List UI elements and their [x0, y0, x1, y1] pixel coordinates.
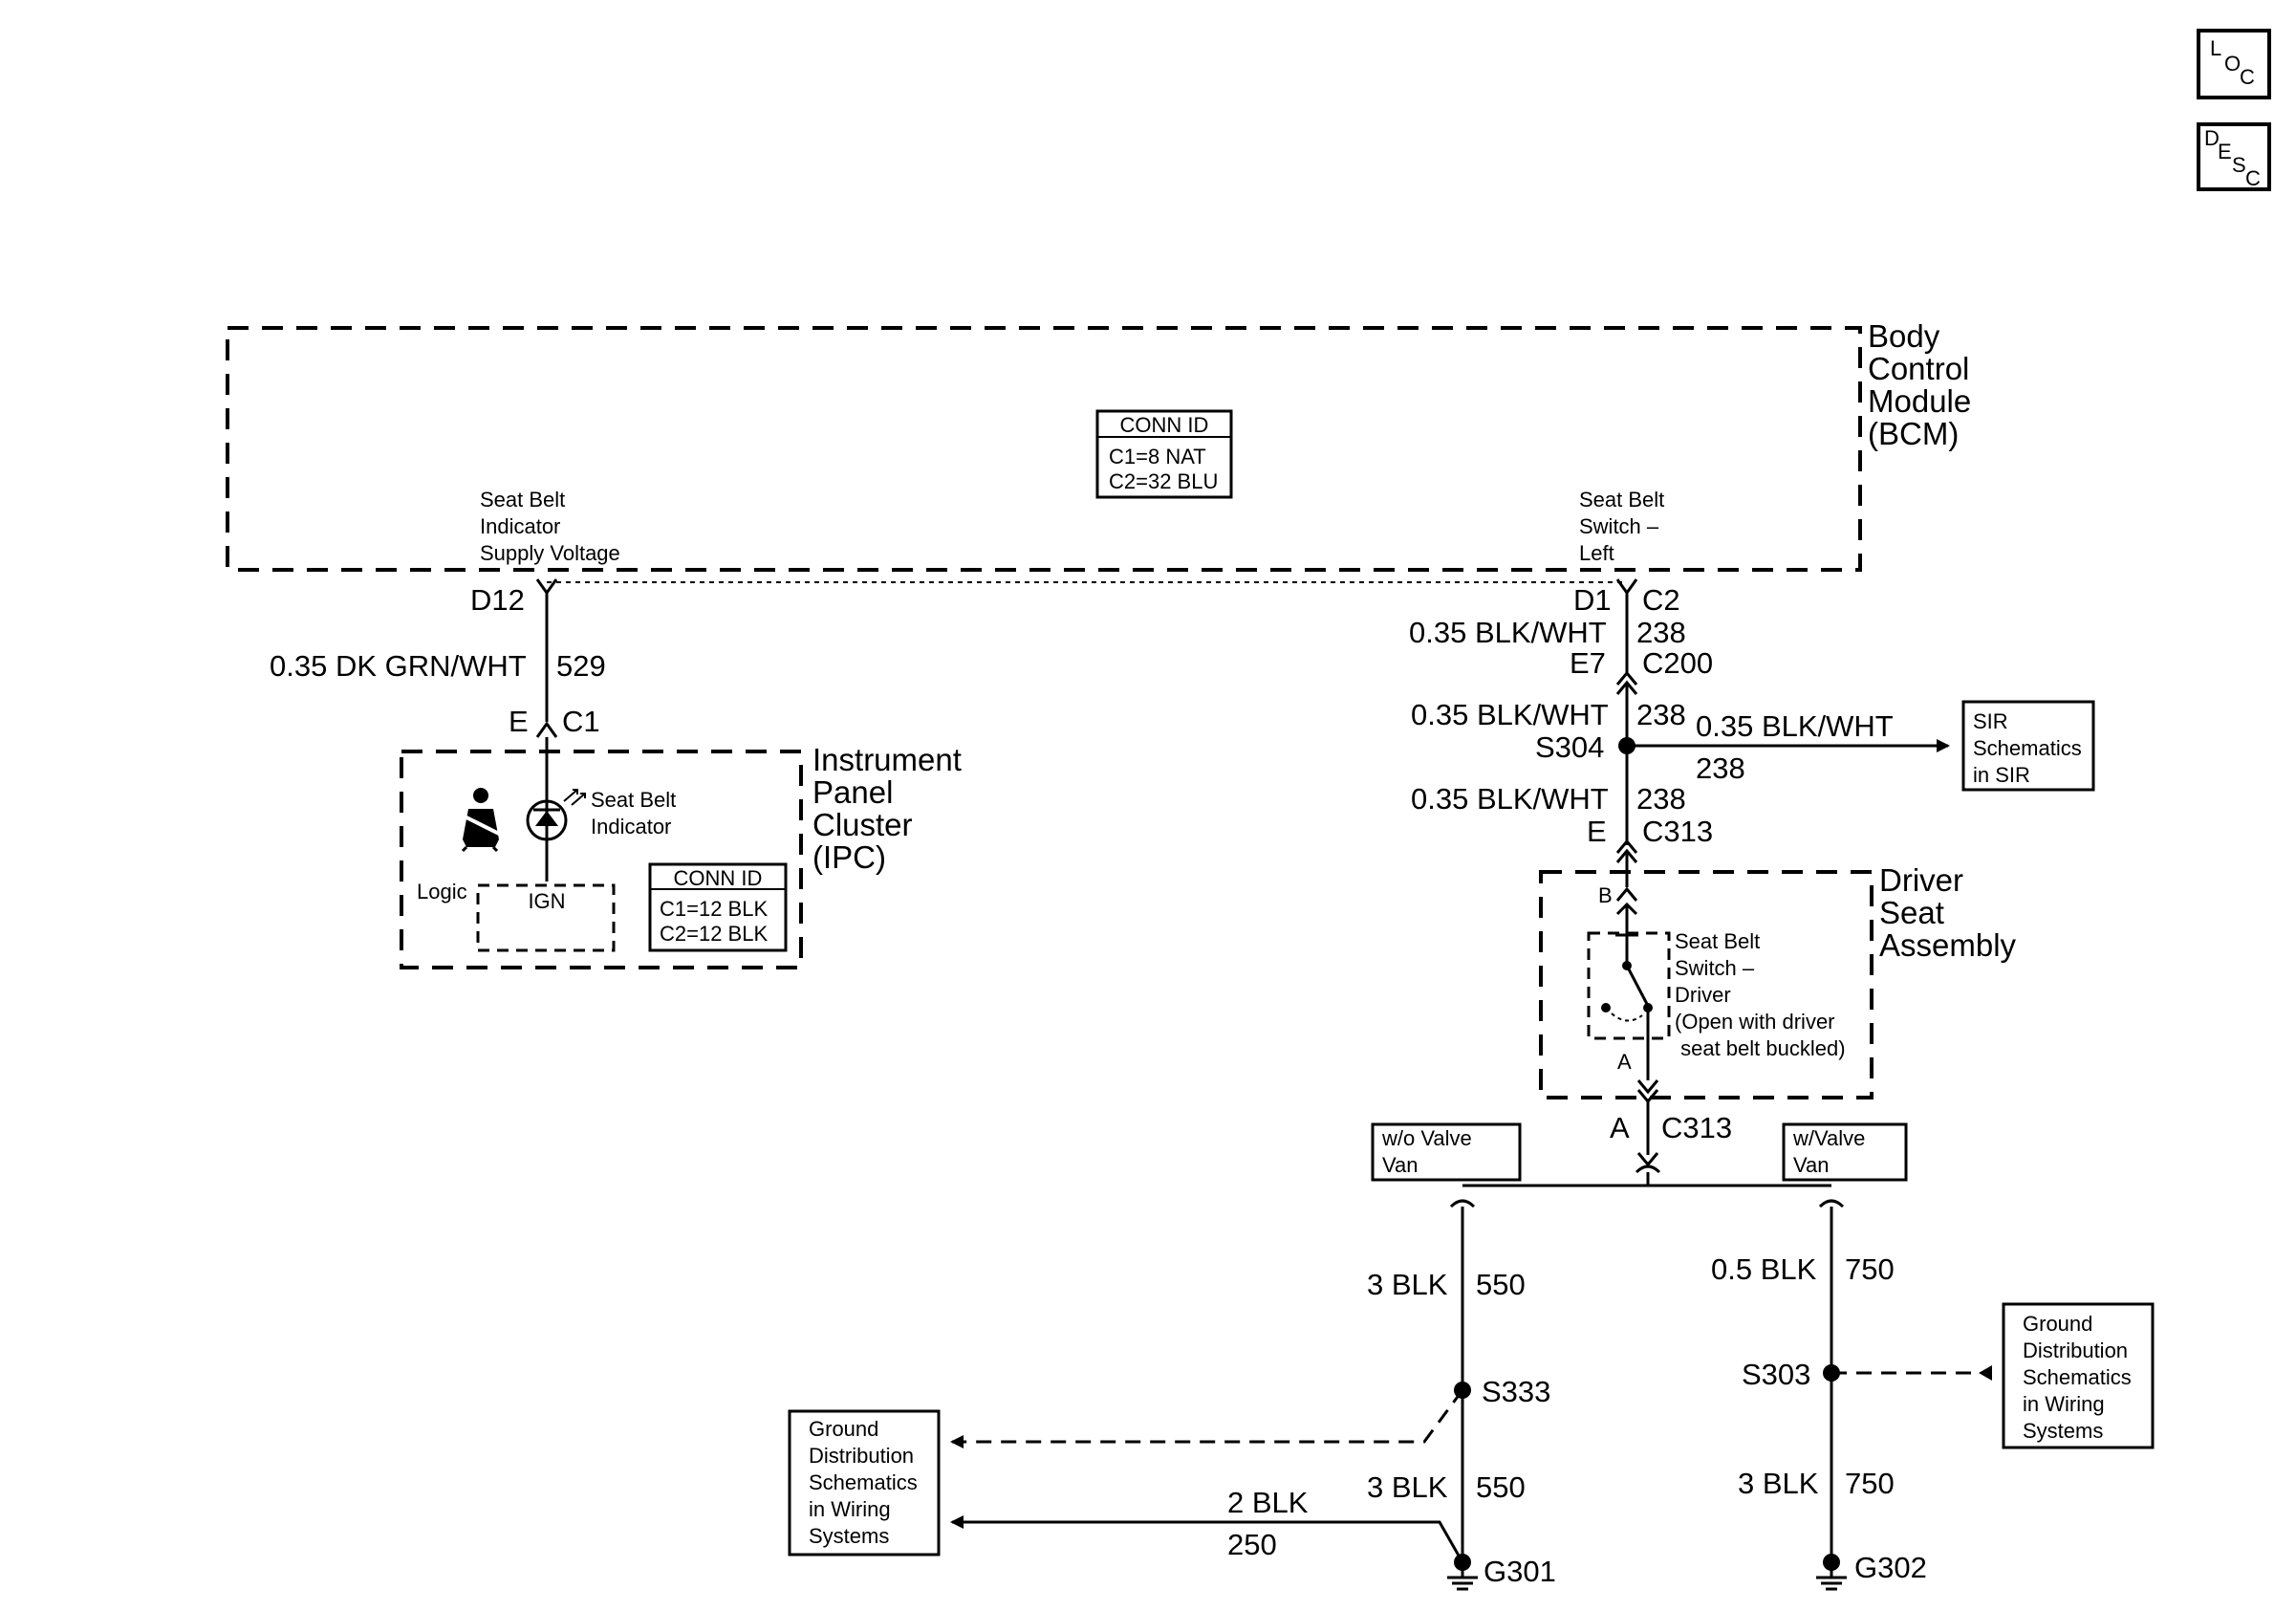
wire-750-color-bottom: 3 BLK	[1738, 1467, 1819, 1500]
bcm-conn-id-box: CONN ID C1=8 NAT C2=32 BLU	[1095, 409, 1233, 499]
wire-238-color-2: 0.35 BLK/WHT	[1411, 698, 1609, 731]
logic-label: Logic	[417, 880, 467, 903]
ground-g302-icon	[1816, 1562, 1847, 1591]
wire-238-color-1: 0.35 BLK/WHT	[1409, 616, 1607, 649]
pin-e-c313: E	[1587, 815, 1607, 848]
wire-238-color-3: 0.35 BLK/WHT	[1411, 782, 1609, 816]
ground-g301-label: G301	[1484, 1555, 1556, 1588]
logic-box	[476, 883, 616, 952]
led-icon	[526, 789, 586, 841]
pin-e7: E7	[1570, 646, 1606, 680]
pin-a: A	[1610, 1111, 1630, 1144]
wire-550-circuit-top: 550	[1476, 1268, 1526, 1301]
svg-text:E: E	[2218, 140, 2232, 163]
svg-text:C: C	[2245, 166, 2261, 190]
svg-text:C2=32 BLU: C2=32 BLU	[1109, 469, 1218, 493]
connector-c313-top: C313	[1642, 815, 1713, 848]
desc-icon[interactable]: D E S C	[2197, 122, 2271, 191]
pin-d1: D1	[1573, 583, 1612, 617]
svg-text:C1=12 BLK: C1=12 BLK	[660, 897, 768, 921]
pin-b: B	[1598, 883, 1613, 907]
svg-text:D: D	[2204, 126, 2220, 150]
pin-d12: D12	[470, 583, 525, 617]
svg-text:S: S	[2232, 153, 2246, 177]
svg-text:CONN ID: CONN ID	[674, 866, 763, 890]
wire-238	[1615, 578, 1638, 902]
pin-a-inner: A	[1617, 1050, 1632, 1074]
wire-529	[535, 578, 558, 882]
splice-s304-label: S304	[1535, 730, 1604, 764]
wire-238-circuit-3: 238	[1636, 782, 1686, 816]
ign-label: IGN	[528, 889, 565, 913]
wire-529-circuit: 529	[556, 649, 606, 683]
connector-c1: C1	[562, 705, 600, 738]
ipc-conn-id-box: CONN ID C1=12 BLK C2=12 BLK	[648, 862, 788, 952]
wire-750	[1818, 1199, 1845, 1560]
connector-c313-bottom: C313	[1661, 1111, 1732, 1144]
wire-750-circuit-bottom: 750	[1845, 1467, 1895, 1500]
wire-238-circuit-2: 238	[1636, 698, 1686, 731]
connector-c313-lower	[1636, 1079, 1659, 1167]
svg-text:C1=8 NAT: C1=8 NAT	[1109, 445, 1206, 468]
seat-belt-icon	[460, 788, 504, 853]
wire-250-circuit: 250	[1227, 1528, 1277, 1561]
splice-s303-label: S303	[1742, 1358, 1810, 1391]
ground-g301-icon	[1447, 1562, 1478, 1591]
svg-text:CONN ID: CONN ID	[1120, 413, 1209, 437]
wire-750-color-top: 0.5 BLK	[1711, 1252, 1817, 1286]
wire-550-color-bottom: 3 BLK	[1367, 1470, 1448, 1504]
svg-text:O: O	[2224, 52, 2241, 76]
splice-s333-label: S333	[1482, 1375, 1550, 1408]
s333-dashed-link	[950, 1389, 1464, 1448]
wire-250-color: 2 BLK	[1227, 1486, 1309, 1519]
pin-e-ipc: E	[509, 705, 529, 738]
sir-wire-circuit: 238	[1696, 751, 1745, 785]
loc-icon[interactable]: L O C	[2197, 29, 2271, 99]
wire-550-circuit-bottom: 550	[1476, 1470, 1526, 1504]
svg-text:C2=12 BLK: C2=12 BLK	[660, 922, 768, 946]
sir-wire-color: 0.35 BLK/WHT	[1696, 709, 1894, 743]
wire-550-color-top: 3 BLK	[1367, 1268, 1448, 1301]
connector-c200: C200	[1642, 646, 1713, 680]
seat-belt-switch-box	[1587, 931, 1671, 1040]
wire-750-circuit-top: 750	[1845, 1252, 1895, 1286]
svg-text:L: L	[2210, 36, 2221, 60]
ground-g302-label: G302	[1854, 1551, 1927, 1584]
connector-c2: C2	[1642, 583, 1680, 617]
wire-250	[950, 1515, 1464, 1563]
wire-238-circuit-1: 238	[1636, 616, 1686, 649]
svg-text:C: C	[2240, 65, 2255, 89]
wire-529-color: 0.35 DK GRN/WHT	[270, 649, 527, 683]
option-split	[1635, 1165, 1661, 1174]
wire-550	[1449, 1199, 1476, 1560]
